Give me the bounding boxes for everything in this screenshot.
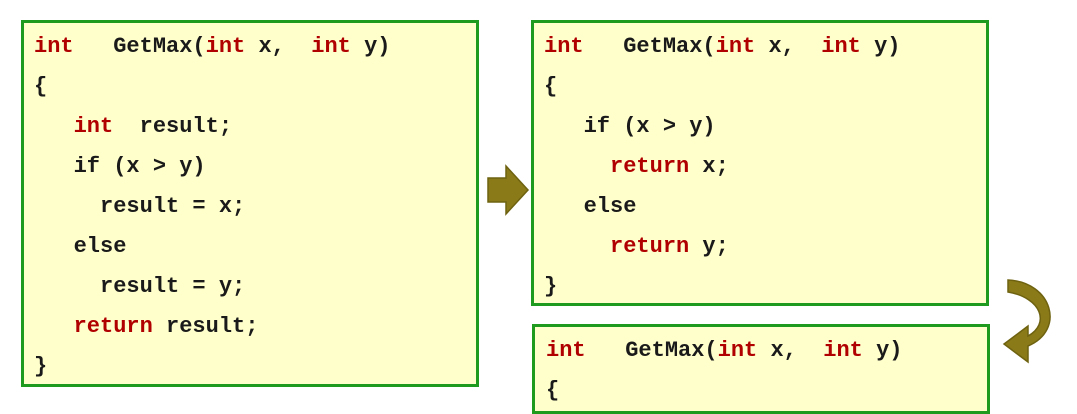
- code-box-original: int GetMax(int x, int y){ int result; if…: [21, 20, 479, 387]
- code-line: {: [544, 74, 557, 100]
- code-line: result = y;: [34, 274, 245, 300]
- code-token: result = x;: [34, 194, 246, 219]
- code-keyword: int: [73, 114, 114, 139]
- code-box-refactored: int GetMax(int x, int y){ if (x > y) ret…: [531, 20, 989, 306]
- code-token: {: [546, 378, 560, 403]
- code-token: result;: [113, 114, 233, 139]
- code-line: int GetMax(int x, int y): [544, 34, 900, 60]
- code-token: if (x > y): [544, 114, 716, 139]
- code-keyword: int: [205, 34, 246, 59]
- code-token: result;: [152, 314, 259, 339]
- code-token: GetMax(: [585, 338, 718, 363]
- code-keyword: int: [717, 338, 758, 363]
- right-arrow-icon: [487, 164, 530, 216]
- code-keyword: int: [544, 34, 584, 59]
- code-token: x,: [755, 34, 822, 59]
- code-keyword: int: [311, 34, 351, 59]
- curved-down-left-arrow-icon: [1002, 279, 1051, 364]
- code-line: return result;: [34, 314, 259, 340]
- code-line: if (x > y): [34, 154, 206, 180]
- code-line: if (x > y): [544, 114, 716, 140]
- code-line: int GetMax(int x, int y): [34, 34, 390, 60]
- code-line: else: [544, 194, 637, 220]
- code-token: x,: [245, 34, 312, 59]
- code-box-simplified: int GetMax(int x, int y){: [532, 324, 990, 414]
- code-token: }: [544, 274, 558, 299]
- code-line: int result;: [34, 114, 232, 140]
- code-keyword: int: [821, 34, 861, 59]
- code-token: }: [34, 354, 48, 379]
- code-token: y): [860, 34, 901, 59]
- code-line: int GetMax(int x, int y): [546, 338, 902, 364]
- code-token: GetMax(: [73, 34, 206, 59]
- code-token: x,: [757, 338, 824, 363]
- code-keyword: int: [823, 338, 863, 363]
- code-keyword: int: [546, 338, 586, 363]
- code-line: }: [34, 354, 47, 380]
- code-line: {: [34, 74, 47, 100]
- code-token: else: [544, 194, 637, 219]
- code-line: }: [544, 274, 557, 300]
- code-token: [544, 154, 610, 179]
- code-token: y): [350, 34, 391, 59]
- code-keyword: return: [610, 154, 690, 179]
- code-line: return x;: [544, 154, 729, 180]
- code-line: else: [34, 234, 127, 260]
- code-keyword: int: [34, 34, 74, 59]
- code-token: x;: [689, 154, 729, 179]
- code-token: {: [544, 74, 558, 99]
- code-line: return y;: [544, 234, 729, 260]
- code-token: [34, 114, 74, 139]
- code-token: if (x > y): [34, 154, 206, 179]
- code-token: else: [34, 234, 127, 259]
- code-keyword: return: [73, 314, 153, 339]
- code-token: {: [34, 74, 48, 99]
- code-token: y): [862, 338, 903, 363]
- code-line: result = x;: [34, 194, 245, 220]
- code-token: y;: [689, 234, 729, 259]
- code-keyword: int: [715, 34, 756, 59]
- code-token: result = y;: [34, 274, 246, 299]
- code-keyword: return: [610, 234, 690, 259]
- code-line: {: [546, 378, 559, 404]
- code-token: GetMax(: [583, 34, 716, 59]
- code-token: [544, 234, 610, 259]
- code-token: [34, 314, 74, 339]
